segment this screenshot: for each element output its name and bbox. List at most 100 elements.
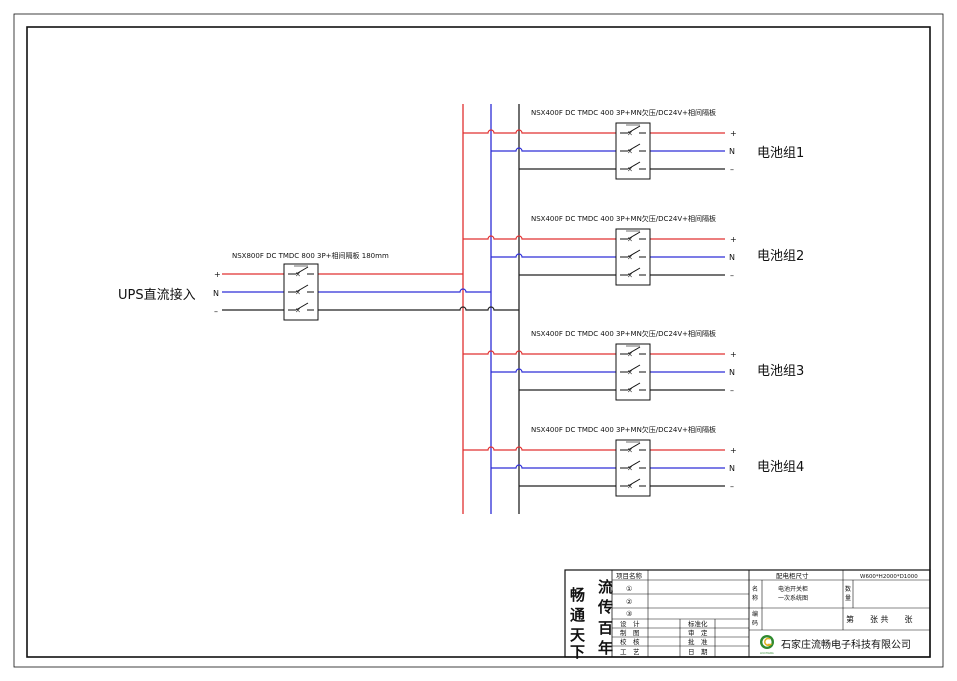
- terminal-neg-3: –: [730, 386, 734, 395]
- battery-group-label-4: 电池组4: [757, 460, 804, 475]
- svg-text:传: 传: [597, 598, 613, 616]
- svg-text:×: ×: [627, 483, 633, 491]
- review-label: 审 定: [688, 628, 708, 637]
- terminal-n-2: N: [729, 253, 735, 262]
- out1-line-positive: [463, 129, 616, 134]
- qty-label-2: 量: [845, 595, 851, 602]
- terminal-pos-2: +: [730, 235, 737, 244]
- terminal-pos-3: +: [730, 350, 737, 359]
- sheet-count: 第 张 共 张: [846, 614, 913, 624]
- svg-text:畅: 畅: [570, 586, 585, 604]
- output-group-4: NSX400F DC TMDC 400 3P+MN欠压/DC24V+相间隔板 +…: [531, 425, 804, 491]
- output-group-3: NSX400F DC TMDC 400 3P+MN欠压/DC24V+相间隔板 +…: [531, 329, 804, 395]
- battery-group-label-3: 电池组3: [757, 364, 804, 379]
- breaker-spec-3: NSX400F DC TMDC 400 3P+MN欠压/DC24V+相间隔板: [531, 329, 716, 338]
- svg-text:通: 通: [570, 606, 585, 624]
- input-feed-neutral: [318, 288, 491, 293]
- input-breaker-symbol: × × ×: [283, 263, 319, 321]
- output-breaker-symbol-4: × × ×: [615, 439, 651, 497]
- company-name: 石家庄流畅电子科技有限公司: [781, 638, 911, 651]
- svg-text:×: ×: [627, 351, 633, 359]
- out4-line-positive: [463, 446, 616, 451]
- breaker-spec-2: NSX400F DC TMDC 400 3P+MN欠压/DC24V+相间隔板: [531, 214, 716, 223]
- breaker-spec-1: NSX400F DC TMDC 400 3P+MN欠压/DC24V+相间隔板: [531, 108, 716, 117]
- svg-text:×: ×: [295, 289, 301, 297]
- svg-text:百: 百: [598, 619, 613, 637]
- svg-text:×: ×: [627, 272, 633, 280]
- input-feed-negative: [318, 306, 519, 311]
- svg-text:×: ×: [627, 387, 633, 395]
- rev-2: ②: [626, 598, 632, 606]
- battery-group-label-2: 电池组2: [757, 249, 804, 264]
- terminal-neg-1: –: [730, 165, 734, 174]
- svg-text:下: 下: [570, 643, 585, 661]
- out3-line-neutral: [491, 368, 616, 373]
- process-label: 工 艺: [620, 648, 640, 656]
- standardize-label: 标准化: [688, 619, 708, 628]
- out3-line-positive: [463, 350, 616, 355]
- check-label: 校 核: [620, 637, 640, 646]
- svg-text:×: ×: [295, 271, 301, 279]
- svg-text:×: ×: [627, 465, 633, 473]
- input-label: UPS直流接入: [118, 287, 196, 303]
- svg-text:×: ×: [627, 447, 633, 455]
- terminal-neg-2: –: [730, 271, 734, 280]
- name-label-2: 称: [752, 594, 758, 602]
- input-terminal-neg: –: [214, 307, 218, 316]
- svg-text:×: ×: [627, 130, 633, 138]
- out2-line-neutral: [491, 253, 616, 258]
- wiring: [222, 104, 725, 514]
- terminal-n-4: N: [729, 464, 735, 473]
- project-name-label: 项目名称: [616, 571, 643, 580]
- terminal-n-3: N: [729, 368, 735, 377]
- input-breaker-spec: NSX800F DC TMDC 800 3P+相间隔板 180mm: [232, 251, 389, 260]
- output-group-1: NSX400F DC TMDC 400 3P+MN欠压/DC24V+相间隔板 +…: [531, 108, 804, 174]
- svg-text:×: ×: [295, 307, 301, 315]
- date-label: 日 期: [688, 648, 708, 656]
- name-value-2: 一次系统图: [778, 594, 808, 602]
- terminal-n-1: N: [729, 147, 735, 156]
- inner-frame: [26, 26, 931, 658]
- svg-text:年: 年: [598, 639, 613, 657]
- terminal-neg-4: –: [730, 482, 734, 491]
- code-label-2: 码: [752, 619, 758, 627]
- output-group-2: NSX400F DC TMDC 400 3P+MN欠压/DC24V+相间隔板 +…: [531, 214, 804, 280]
- output-breaker-symbol-2: × × ×: [615, 228, 651, 286]
- out2-line-positive: [463, 235, 616, 240]
- breakers: × × × × × × × × × × × × × × ×: [283, 122, 651, 497]
- svg-text:×: ×: [627, 369, 633, 377]
- breaker-spec-4: NSX400F DC TMDC 400 3P+MN欠压/DC24V+相间隔板: [531, 425, 716, 434]
- title-block: [564, 569, 931, 658]
- input-terminal-n: N: [213, 289, 219, 298]
- outer-frame: [13, 13, 944, 668]
- company-logo-icon: LIUCHANG: [760, 635, 774, 655]
- drawing-label: 制 图: [620, 628, 640, 637]
- code-label-1: 编: [752, 610, 758, 618]
- rev-3: ③: [626, 610, 632, 618]
- output-breaker-symbol-1: × × ×: [615, 122, 651, 180]
- design-label: 设 计: [620, 619, 640, 628]
- approve-label: 批 准: [688, 637, 708, 646]
- output-breaker-symbol-3: × × ×: [615, 343, 651, 401]
- svg-text:×: ×: [627, 166, 633, 174]
- svg-text:流: 流: [598, 578, 613, 596]
- terminal-pos-4: +: [730, 446, 737, 455]
- out1-line-neutral: [491, 147, 616, 152]
- svg-text:×: ×: [627, 254, 633, 262]
- terminal-pos-1: +: [730, 129, 737, 138]
- name-value-1: 电池开关柜: [778, 585, 808, 593]
- svg-text:×: ×: [627, 148, 633, 156]
- svg-text:×: ×: [627, 236, 633, 244]
- rev-1: ①: [626, 585, 632, 593]
- cabinet-size-value: W600*H2000*D1000: [860, 574, 918, 580]
- svg-text:天: 天: [570, 626, 586, 644]
- battery-group-label-1: 电池组1: [757, 146, 804, 161]
- input-terminal-pos: +: [214, 270, 221, 279]
- cabinet-size-label: 配电柜尺寸: [776, 571, 809, 580]
- out4-line-neutral: [491, 464, 616, 469]
- qty-label-1: 数: [845, 585, 851, 593]
- svg-text:LIUCHANG: LIUCHANG: [760, 651, 774, 655]
- slogan-logo: 流 传 百 年 畅 通 天 下: [570, 578, 613, 661]
- name-label-1: 名: [752, 585, 758, 593]
